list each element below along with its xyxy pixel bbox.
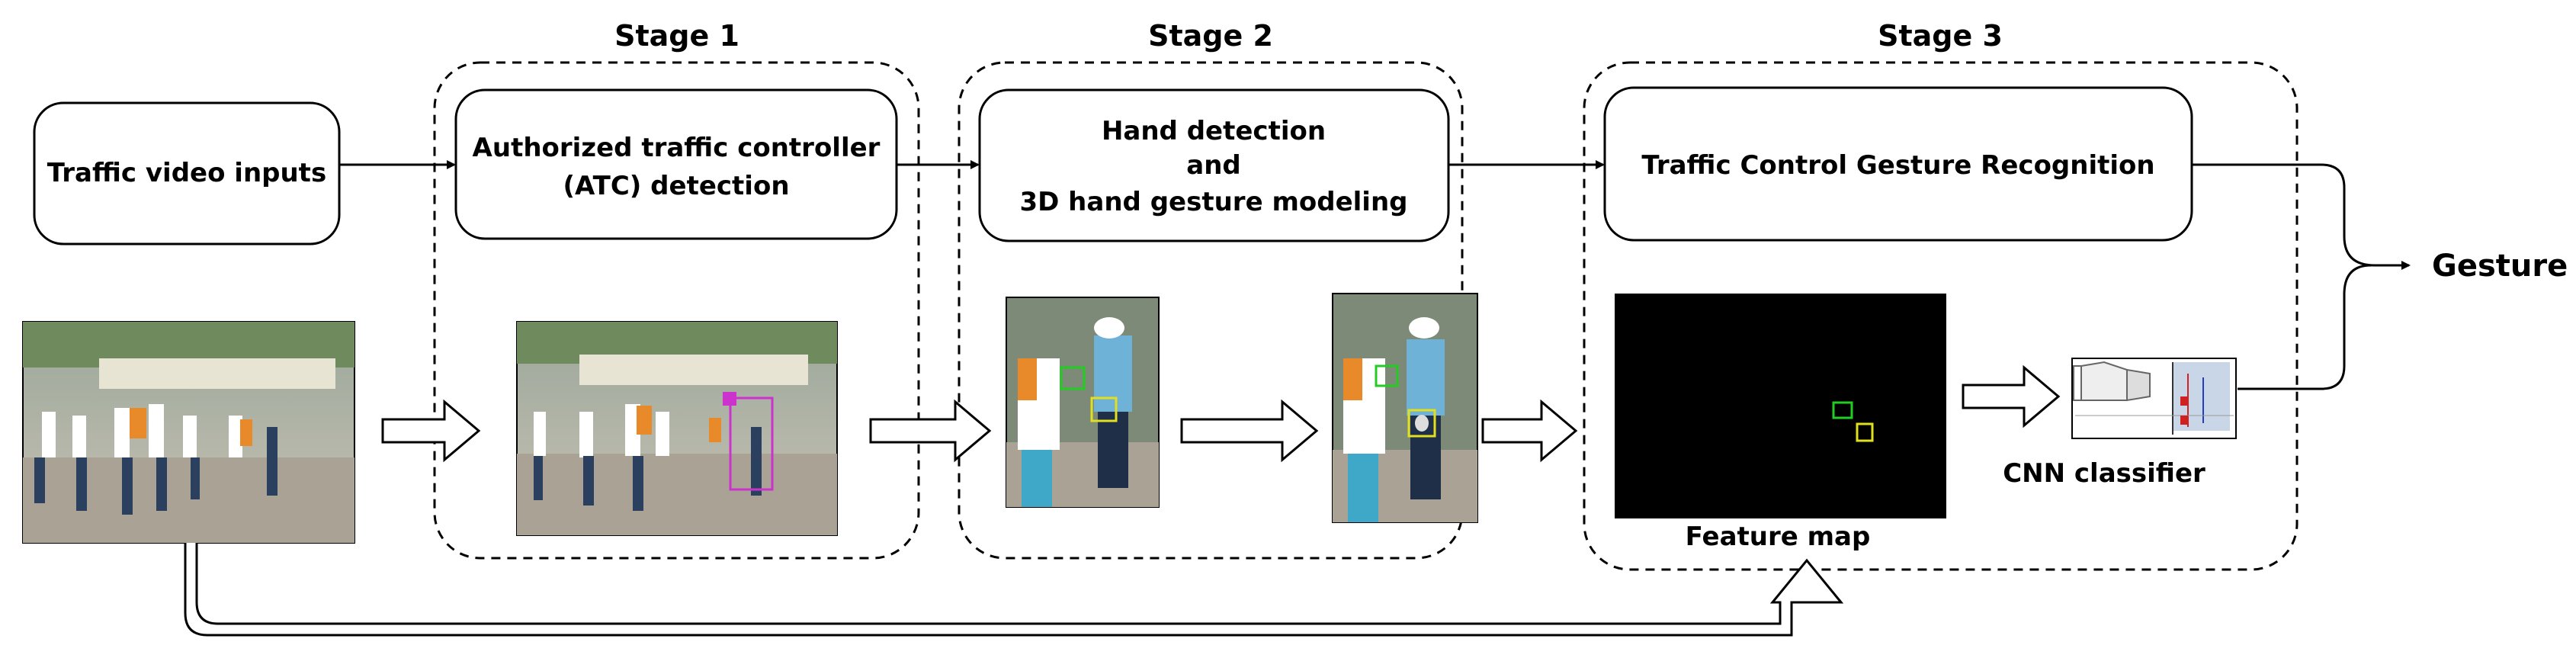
stage1-container [433,61,920,560]
block-arrow-hand-to-model [1180,399,1319,463]
cnn-classifier-label: CNN classifier [2003,458,2205,489]
input-box-label: Traffic video inputs [47,158,326,188]
arrow-cnn-to-gesture [2238,264,2372,390]
feature-map-yellow-box [1856,422,1874,442]
input-video-frame [22,321,355,544]
cnn-classifier-diagram [2071,358,2237,439]
input-box [33,101,341,246]
hand-detection-label-1: Hand detection [1102,116,1326,146]
block-arrow-featuremap-to-cnn [1962,364,2061,429]
stage3-container [1583,61,2299,571]
feature-map [1615,294,1946,518]
feature-map-green-box [1832,401,1853,419]
hand-detection-label-3: 3D hand gesture modeling [1019,187,1407,217]
atc-detection-frame [516,321,838,536]
atc-detection-label-1: Authorized traffic controller [473,133,881,163]
output-gesture-label: Gesture [2432,249,2568,284]
atc-detection-box [454,88,898,240]
block-arrow-stage2-to-featuremap [1481,399,1578,463]
arrow-recognition-to-gesture [2192,163,2411,270]
hand-model-bbox-green [1375,364,1399,387]
hand-model-bbox-yellow [1407,409,1436,438]
hand-bbox-green [1060,366,1086,390]
feature-map-label: Feature map [1686,522,1871,552]
stage1-title: Stage 1 [614,19,739,53]
block-arrow-input-to-stage1 [381,399,481,463]
atc-detection-label-2: (ATC) detection [563,171,789,201]
hand-detection-frame [1006,297,1160,508]
block-arrow-stage1-to-stage2 [869,399,992,463]
gesture-recognition-label: Traffic Control Gesture Recognition [1641,150,2154,181]
atc-person-bbox [729,396,774,491]
hand-detection-label-2: and [1186,150,1241,181]
hand-bbox-yellow [1090,396,1118,422]
skip-connection-arrow [184,543,1844,637]
stage3-title: Stage 3 [1878,19,2003,53]
hand-model-frame [1332,293,1478,523]
stage2-title: Stage 2 [1148,19,1273,53]
